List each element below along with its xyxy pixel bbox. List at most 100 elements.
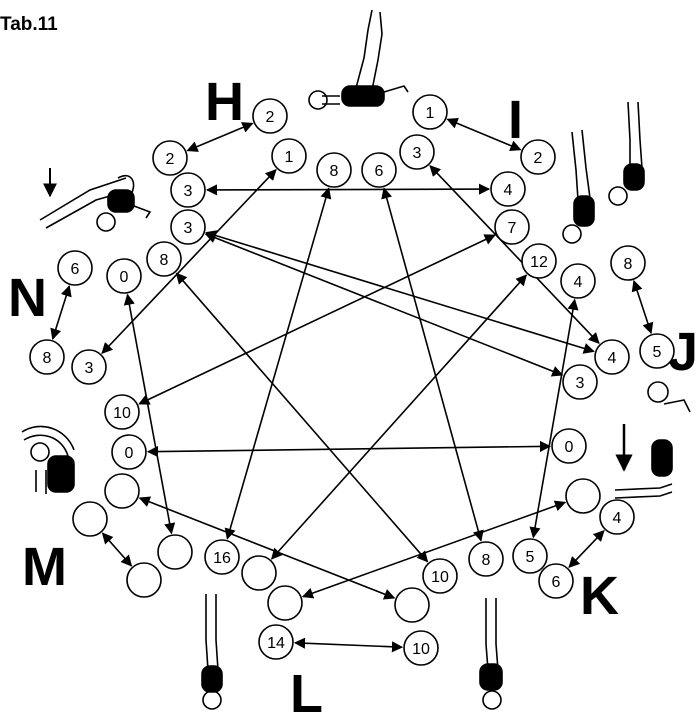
node-l14: 14 — [259, 625, 293, 659]
connector-arrow-i7-n10 — [139, 235, 495, 404]
node-l16: 16 — [205, 540, 239, 574]
node-n8b: 8 — [30, 340, 64, 374]
gymnast-figure-right-top — [563, 102, 644, 243]
group-label-k: K — [580, 566, 619, 626]
node-value: 3 — [413, 145, 422, 162]
connector-arrow-h8-l16 — [227, 188, 328, 538]
node-i6: 6 — [362, 153, 396, 187]
node-l10a: 10 — [423, 559, 457, 593]
node-value: 2 — [166, 151, 175, 168]
gymnast-figure-top — [309, 10, 408, 109]
connector-arrow-k4-k6 — [569, 531, 604, 567]
node-value: 8 — [160, 252, 169, 269]
node-i2: 2 — [521, 140, 555, 174]
connector-arrow-j8-j5 — [634, 281, 651, 333]
node-j3: 3 — [563, 365, 597, 399]
connector-arrow-j0-n0a — [148, 446, 550, 451]
node-k6: 6 — [539, 564, 573, 598]
node-value: 3 — [184, 183, 193, 200]
node-circle — [127, 563, 161, 597]
node-h2a: 2 — [253, 99, 287, 133]
connector-arrow-h3a-i4 — [207, 189, 489, 190]
node-lblank1 — [395, 588, 429, 622]
gymnast-figure-bottom-left — [202, 594, 222, 709]
node-j4b: 4 — [595, 340, 629, 374]
connector-arrow-i12-lblank3 — [272, 275, 527, 559]
node-value: 2 — [534, 150, 543, 167]
group-label-i: I — [508, 90, 523, 150]
node-circle — [395, 588, 429, 622]
node-value: 8 — [43, 350, 52, 367]
node-j4a: 4 — [561, 264, 595, 298]
node-value: 14 — [267, 635, 285, 652]
node-value: 0 — [125, 445, 134, 462]
node-value: 2 — [266, 109, 275, 126]
node-value: 1 — [285, 149, 294, 166]
node-n6: 6 — [58, 251, 92, 285]
node-value: 10 — [412, 641, 430, 658]
group-label-m: M — [22, 537, 67, 597]
connector-arrow-i6-l8 — [384, 188, 481, 540]
node-mblank4 — [158, 535, 192, 569]
node-circle — [105, 474, 139, 508]
node-value: 10 — [431, 569, 449, 586]
node-mblank2 — [127, 563, 161, 597]
node-circle — [566, 479, 600, 513]
node-j5: 5 — [640, 334, 674, 368]
node-value: 0 — [120, 269, 129, 286]
node-l8: 8 — [469, 542, 503, 576]
node-h8: 8 — [317, 153, 351, 187]
gymnast-figure-left-bottom — [22, 426, 74, 494]
node-k4: 4 — [600, 500, 634, 534]
node-j0: 0 — [552, 429, 586, 463]
node-value: 12 — [530, 254, 548, 271]
node-value: 4 — [574, 274, 583, 291]
node-value: 4 — [504, 182, 513, 199]
node-h3b: 3 — [171, 210, 205, 244]
node-l10b: 10 — [404, 631, 438, 665]
node-j8: 8 — [611, 246, 645, 280]
node-circle — [158, 535, 192, 569]
node-value: 8 — [482, 552, 491, 569]
gymnast-figure-right-bottom — [615, 382, 690, 498]
node-n10: 10 — [105, 395, 139, 429]
node-value: 10 — [113, 405, 131, 422]
node-value: 5 — [526, 549, 535, 566]
node-lblank3 — [242, 556, 276, 590]
connector-arrow-n6-n8b — [53, 286, 70, 339]
node-i7: 7 — [495, 210, 529, 244]
node-value: 4 — [613, 510, 622, 527]
gymnast-figure-bottom-right — [480, 598, 502, 709]
group-label-n: N — [8, 268, 47, 328]
node-mblank1 — [73, 502, 107, 536]
node-n0b: 0 — [107, 259, 141, 293]
node-mblank3 — [105, 474, 139, 508]
node-value: 6 — [552, 574, 561, 591]
node-value: 3 — [85, 360, 94, 377]
node-value: 3 — [184, 220, 193, 237]
node-h2b: 2 — [153, 141, 187, 175]
connector-arrow-mblank1-mblank2 — [103, 533, 132, 566]
node-h3a: 3 — [171, 173, 205, 207]
node-value: 8 — [624, 256, 633, 273]
node-value: 6 — [71, 261, 80, 278]
node-circle — [73, 502, 107, 536]
node-value: 3 — [576, 375, 585, 392]
node-i3: 3 — [400, 135, 434, 169]
node-value: 1 — [426, 105, 435, 122]
node-i4: 4 — [491, 172, 525, 206]
node-value: 0 — [565, 439, 574, 456]
node-value: 6 — [375, 163, 384, 180]
node-value: 7 — [508, 220, 517, 237]
gymnast-figure-left — [40, 168, 150, 231]
node-h1: 1 — [272, 139, 306, 173]
node-n3: 3 — [72, 350, 106, 384]
node-lblank2 — [268, 586, 302, 620]
node-circle — [268, 586, 302, 620]
connector-arrow-h3b-j3 — [206, 234, 563, 375]
node-value: 4 — [608, 350, 617, 367]
node-value: 5 — [653, 344, 662, 361]
connector-arrow-l14-l10b — [295, 643, 402, 647]
connector-arrow-n8a-l10a — [177, 273, 428, 561]
